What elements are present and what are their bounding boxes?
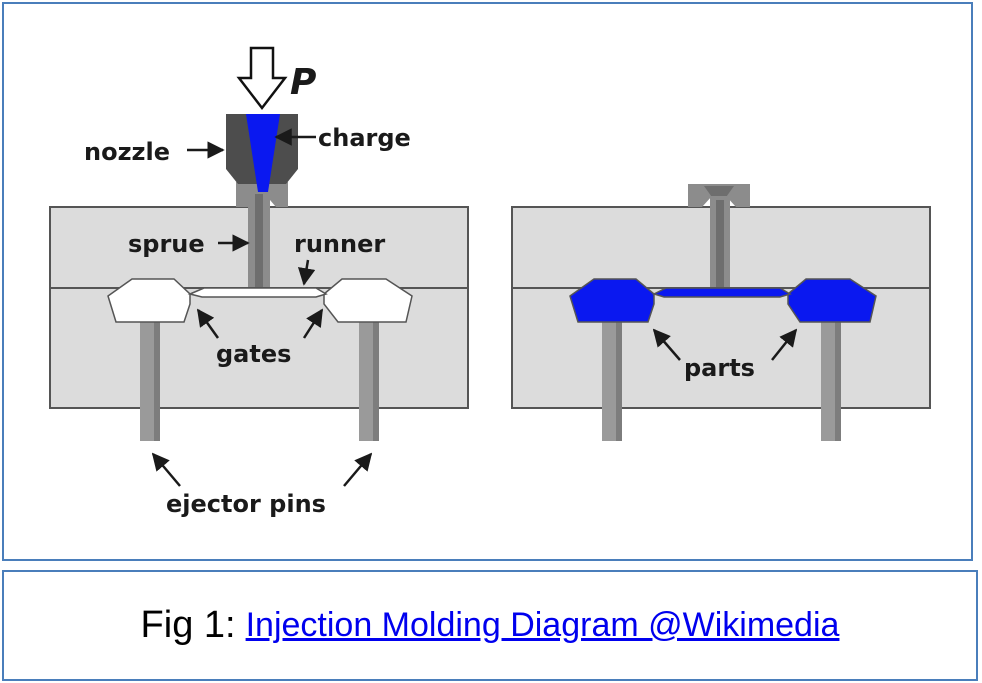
- molded-part-1: [569, 278, 655, 323]
- molded-runner: [651, 287, 792, 298]
- left-cavity-1: [107, 278, 191, 323]
- gates-arrow-left: [196, 308, 220, 339]
- ejector-pin-arrow-left: [151, 452, 181, 487]
- left-runner-channel: [187, 287, 328, 298]
- left-sprue-core: [255, 194, 263, 287]
- left-mold: P: [49, 46, 469, 441]
- pressure-label: P: [290, 62, 316, 103]
- charge-plastic: [246, 114, 280, 192]
- nozzle-label: nozzle: [84, 138, 170, 166]
- left-ejector-pin-2-shade: [373, 319, 379, 441]
- right-mold: [511, 184, 931, 441]
- injection-molding-diagram: P nozzle charge sprue runner gates eject…: [49, 46, 931, 518]
- ejector-pins-label: ejector pins: [166, 490, 326, 518]
- left-ejector-pin-1-shade: [154, 319, 160, 441]
- sprue-label: sprue: [128, 230, 205, 258]
- right-ejector-pin-1-shade: [616, 319, 622, 441]
- parts-label: parts: [684, 354, 755, 382]
- right-sprue-core: [716, 200, 724, 287]
- runner-label: runner: [294, 230, 385, 258]
- left-cavity-2: [323, 278, 413, 323]
- diagram-frame: P nozzle charge sprue runner gates eject…: [2, 2, 973, 561]
- runner-arrow: [297, 259, 316, 286]
- caption-link[interactable]: Injection Molding Diagram @Wikimedia: [245, 606, 840, 644]
- left-annotations: nozzle charge sprue runner gates ejector…: [84, 124, 411, 518]
- ejector-pin-arrow-right: [343, 452, 373, 487]
- molded-part-2: [787, 278, 877, 323]
- gates-label: gates: [216, 340, 291, 368]
- caption-prefix: Fig 1:: [140, 604, 236, 646]
- parts-arrow-right: [771, 328, 798, 361]
- gates-arrow-right: [302, 308, 324, 339]
- charge-label: charge: [318, 124, 411, 152]
- right-ejector-pin-2-shade: [835, 319, 841, 441]
- caption-frame: Fig 1: Injection Molding Diagram @Wikime…: [2, 570, 978, 681]
- right-annotations: parts: [652, 328, 798, 382]
- parts-arrow-left: [652, 328, 681, 361]
- pressure-arrow-icon: [236, 46, 288, 111]
